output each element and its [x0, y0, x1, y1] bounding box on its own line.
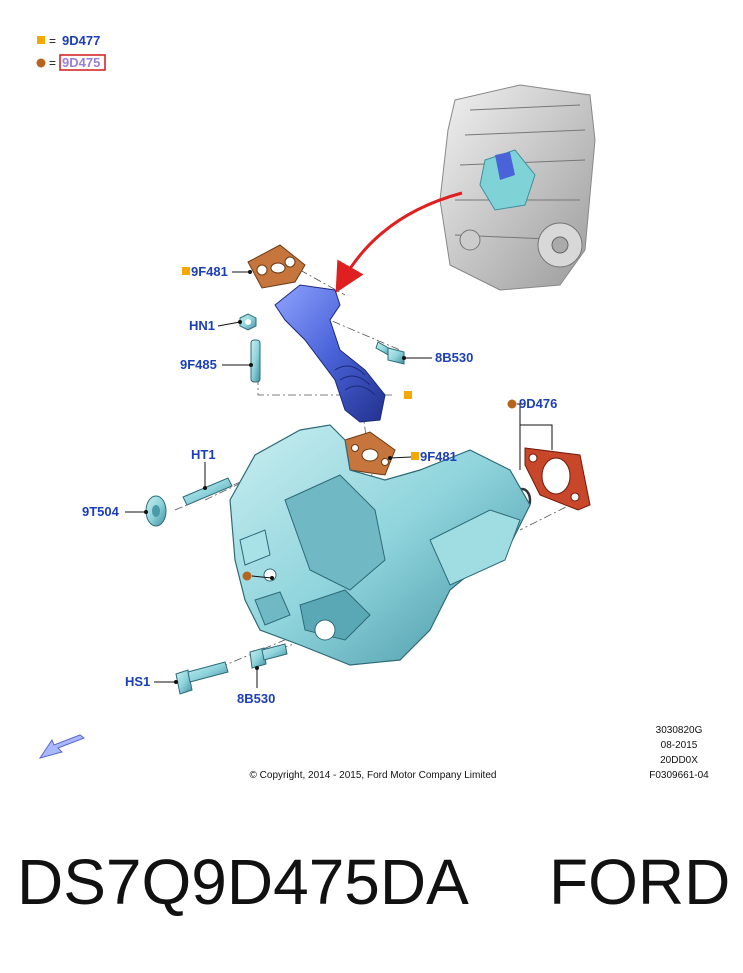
callout-9f481-upper: 9F481: [191, 264, 228, 279]
meta-line-4: F0309661-04: [649, 770, 709, 781]
engine-overview-image: [439, 84, 596, 291]
leader-lines: [125, 271, 553, 688]
location-pointer-arrow: [335, 191, 463, 294]
square-marker-icon: [411, 452, 419, 460]
legend: = 9D477 = 9D475: [36, 33, 106, 71]
stud-ht1: [182, 477, 233, 506]
callout-8b530-upper: 8B530: [435, 350, 473, 365]
callout-8b530-lower: 8B530: [237, 691, 275, 706]
square-marker-icon: [182, 267, 190, 275]
square-marker-icon: [37, 36, 45, 44]
stud-9f485: [250, 339, 261, 383]
gasket-9d476: [524, 447, 591, 511]
bolt-9t504: [145, 495, 167, 527]
callout-9t504: 9T504: [82, 504, 120, 519]
circle-marker-icon: [507, 399, 517, 409]
legend-square-code: 9D477: [62, 33, 100, 48]
orientation-arrow-icon: [38, 734, 86, 759]
egr-valve-cooler-assembly: [229, 424, 531, 666]
legend-circle-eq: =: [49, 56, 56, 70]
brand-title: FORD: [549, 846, 731, 918]
callout-9d476: 9D476: [519, 396, 557, 411]
callout-ht1: HT1: [191, 447, 216, 462]
nut-hn1: [239, 313, 257, 331]
meta-line-3: 20DD0X: [660, 755, 698, 766]
part-number-title: DS7Q9D475DA: [17, 846, 469, 918]
gasket-9f481-upper: [247, 244, 306, 289]
callout-hs1: HS1: [125, 674, 150, 689]
egr-pipe: [274, 284, 386, 423]
circle-marker-icon: [242, 571, 252, 581]
legend-square-eq: =: [49, 34, 56, 48]
meta-line-1: 3030820G: [656, 725, 703, 736]
gasket-9f481-mid: [344, 431, 396, 476]
copyright-text: © Copyright, 2014 - 2015, Ford Motor Com…: [250, 770, 497, 781]
square-marker-icon: [404, 391, 412, 399]
meta-line-2: 08-2015: [661, 740, 698, 751]
bolt-8b530-upper: [375, 341, 405, 365]
bolt-hs1: [175, 661, 229, 695]
legend-circle-code: 9D475: [62, 55, 100, 70]
leader-dots: [144, 270, 406, 684]
circle-marker-icon: [36, 58, 46, 68]
callout-hn1: HN1: [189, 318, 215, 333]
highlight-box: [59, 54, 106, 71]
callout-9f485: 9F485: [180, 357, 217, 372]
callout-9f481-mid: 9F481: [420, 449, 457, 464]
bolt-8b530-lower: [249, 643, 288, 669]
